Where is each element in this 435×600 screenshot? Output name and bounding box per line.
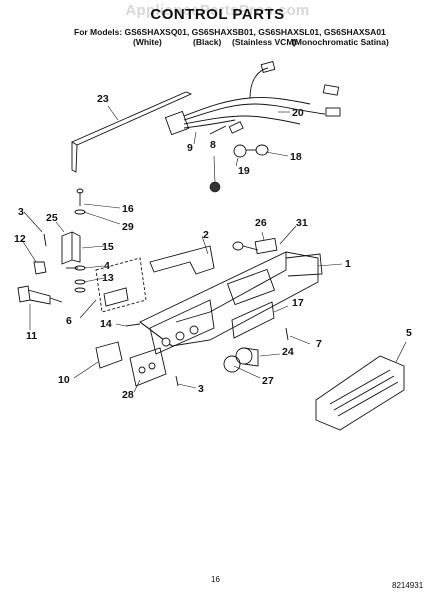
callout-5: 5 [406, 327, 412, 339]
callout-20: 20 [292, 107, 304, 119]
watermark: AppliancePartsPros.com [125, 2, 310, 19]
part-bracket [61, 231, 81, 269]
callout-13: 13 [102, 272, 114, 284]
callout-3: 3 [18, 206, 24, 218]
part-clips [74, 265, 86, 293]
callout-1: 1 [345, 258, 351, 270]
part-control-housing [139, 251, 323, 355]
callout-17: 18 [290, 151, 302, 163]
callout-2: 2 [203, 229, 209, 241]
callout-18: 17 [292, 297, 304, 309]
callout-28: 26 [255, 217, 267, 229]
callout-27: 27 [262, 375, 274, 387]
callout-4: 4 [104, 260, 110, 272]
callout-3-lower: 3 [198, 383, 204, 395]
variant-black: (Black) [193, 37, 222, 47]
callout-7: 7 [316, 338, 322, 350]
part-screw-14 [125, 323, 141, 327]
part-grommet [209, 181, 221, 193]
callout-15: 15 [102, 241, 114, 253]
part-screw-lower [175, 375, 179, 387]
page-title: CONTROL PARTS [150, 6, 285, 23]
callout-16: 16 [122, 203, 134, 215]
callout-31: 31 [296, 217, 308, 229]
figure-number: 8214931 [392, 581, 424, 590]
callout-8: 8 [210, 139, 216, 151]
part-mounting-plate [95, 257, 147, 313]
part-grille-cover [315, 355, 405, 431]
callout-23: 23 [97, 93, 109, 105]
part-lamp [233, 144, 269, 158]
part-screw-7 [285, 327, 289, 341]
callout-11: 11 [26, 330, 38, 342]
variant-satina: (Monochromatic Satina) [292, 37, 389, 47]
callout-24: 25 [46, 212, 58, 224]
part-shield [149, 245, 215, 275]
part-trim [129, 347, 167, 387]
callout-14: 14 [100, 318, 112, 330]
leader-lines [21, 105, 407, 393]
callout-12: 12 [14, 233, 26, 245]
callout-19: 19 [238, 165, 250, 177]
part-clip [33, 261, 47, 275]
part-knobs [223, 347, 259, 373]
part-actuator [95, 341, 123, 369]
callout-10: 10 [58, 374, 70, 386]
part-rod [71, 91, 193, 173]
part-screw-upper [43, 233, 47, 247]
part-sensor-pad [254, 237, 278, 255]
callout-26: 24 [282, 346, 294, 358]
page-number: 16 [211, 575, 220, 584]
part-wire-harness [164, 61, 341, 136]
callout-9: 9 [187, 142, 193, 154]
part-connector [232, 241, 259, 251]
part-switch [17, 285, 63, 305]
callout-25: 28 [122, 389, 134, 401]
part-display-board [231, 301, 275, 339]
variant-white: (White) [133, 37, 162, 47]
models-line: For Models: GS6SHAXSQ01, GS6SHAXSB01, GS… [74, 27, 386, 37]
part-screw-washer [74, 188, 86, 215]
variant-stainless: (Stainless VCM) [232, 37, 297, 47]
callout-29: 29 [122, 221, 134, 233]
callout-6: 6 [66, 315, 72, 327]
